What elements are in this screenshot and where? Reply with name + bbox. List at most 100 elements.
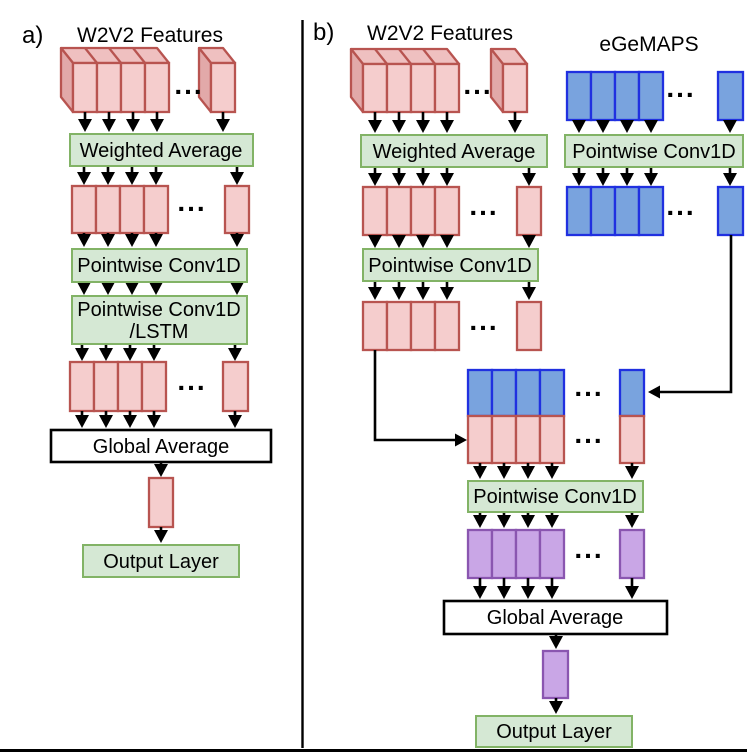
flow-arrow-head: [522, 235, 536, 248]
feature-cell-red: [385, 300, 413, 352]
flow-arrow-head: [75, 348, 89, 361]
flow-arrow-head: [75, 415, 89, 428]
feature-cell-blue: [538, 368, 566, 418]
flow-arrow-head: [392, 120, 406, 133]
flow-arrow-head: [625, 515, 639, 528]
skip-connector-head: [648, 385, 660, 399]
flow-arrow-head: [521, 466, 535, 479]
feature-cube-front: [501, 62, 529, 114]
feature-cell-blue: [613, 185, 641, 237]
flow-arrow-head: [522, 287, 536, 300]
feature-cube-front: [143, 61, 171, 114]
pointwise-conv1d-label-a: Pointwise Conv1D: [77, 255, 240, 277]
flow-arrow-head: [99, 348, 113, 361]
flow-arrow-head: [77, 282, 91, 295]
flow-arrow-head: [625, 586, 639, 599]
global-average-label-a: Global Average: [93, 436, 229, 458]
feature-cube-edge: [374, 48, 388, 65]
ellipsis-dots: ...: [574, 533, 603, 564]
flow-arrow-head: [508, 120, 522, 133]
flow-arrow-head: [154, 464, 168, 477]
feature-cell-red: [147, 476, 175, 529]
feature-cell-red: [361, 185, 389, 237]
feature-cell-blue: [637, 185, 665, 237]
feature-cell-blue: [613, 70, 641, 122]
flow-arrow-head: [596, 173, 610, 186]
pointwise-conv1d-lstm-box-a: [71, 295, 248, 345]
feature-cell-red: [515, 185, 543, 237]
feature-cell-red: [68, 360, 96, 413]
weighted-average-label-a: Weighted Average: [80, 140, 243, 162]
flow-arrow-head: [521, 586, 535, 599]
pointwise-conv1d-lstm-label-line1: Pointwise Conv1D: [77, 299, 240, 321]
feature-cell-red: [223, 184, 251, 235]
feature-cube-edge: [398, 48, 412, 65]
flow-arrow-head: [368, 120, 382, 133]
output-layer-label-a: Output Layer: [103, 551, 219, 573]
feature-cell-red: [466, 414, 494, 465]
feature-cell-purple: [538, 528, 566, 580]
node-weighted-average-a: Weighted Average: [69, 133, 254, 167]
feature-cell-red: [515, 300, 543, 352]
flow-arrow-head: [216, 119, 230, 132]
flow-arrow-head: [497, 466, 511, 479]
feature-cell-red: [142, 184, 170, 235]
feature-cube-front: [385, 62, 413, 114]
flow-arrow-head: [125, 282, 139, 295]
feature-cell-red: [490, 414, 518, 465]
feature-cell-blue: [637, 70, 665, 122]
pointwise-conv1d-egemaps-label: Pointwise Conv1D: [572, 141, 735, 163]
node-output-layer-a: Output Layer: [82, 544, 240, 578]
node-weighted-average-b: Weighted Average: [360, 134, 548, 168]
pointwise-conv1d-w2v2-label-b: Pointwise Conv1D: [368, 255, 531, 277]
flow-arrow-head: [440, 287, 454, 300]
feature-cell-red: [361, 300, 389, 352]
flow-arrow-head: [125, 172, 139, 185]
flow-arrow-head: [228, 415, 242, 428]
flow-arrow-head: [147, 348, 161, 361]
weighted-average-box-b: [360, 134, 548, 168]
flow-arrow-head: [497, 515, 511, 528]
flow-arrow-head: [620, 173, 634, 186]
skip-connector-line: [373, 350, 455, 442]
ellipsis-dots: ...: [174, 69, 203, 100]
output-layer-label-b: Output Layer: [496, 721, 612, 743]
feature-cell-red: [538, 414, 566, 465]
global-average-label-b: Global Average: [487, 607, 623, 629]
flow-arrow-head: [392, 235, 406, 248]
flow-arrow-head: [102, 119, 116, 132]
flow-arrow-head: [572, 173, 586, 186]
flow-arrow-head: [440, 120, 454, 133]
feature-cube-front: [119, 61, 147, 114]
ellipsis-dots: ...: [177, 186, 206, 217]
ellipsis-dots: ...: [469, 305, 498, 336]
ellipsis-dots: ...: [177, 365, 206, 396]
flow-arrow-head: [723, 173, 737, 186]
pointwise-conv1d-w2v2-box-b: [362, 248, 539, 282]
feature-cell-purple: [541, 649, 570, 700]
ellipsis-dots: ...: [574, 371, 603, 402]
flow-arrow-head: [416, 287, 430, 300]
pointwise-conv1d-box-a: [71, 248, 248, 283]
ellipsis-dots: ...: [469, 190, 498, 221]
flow-arrow-head: [644, 173, 658, 186]
node-pointwise-conv1d-a: Pointwise Conv1D: [71, 248, 248, 283]
flow-arrow-head: [522, 173, 536, 186]
node-pointwise-conv1d-egemaps: Pointwise Conv1D: [564, 134, 744, 168]
flow-arrow-head: [154, 530, 168, 543]
flow-arrow-head: [150, 119, 164, 132]
flow-arrow-head: [723, 120, 737, 133]
flow-arrow-head: [440, 235, 454, 248]
feature-cube-edge: [422, 48, 436, 65]
pointwise-conv1d-lstm-label-line2: /LSTM: [130, 321, 189, 343]
flow-arrow-head: [545, 515, 559, 528]
flow-arrow-head: [473, 586, 487, 599]
ellipsis-dots: ...: [666, 72, 695, 103]
flow-arrow-head: [521, 515, 535, 528]
feature-cell-purple: [466, 528, 494, 580]
flow-arrow-head: [101, 172, 115, 185]
flow-arrow-head: [549, 701, 563, 714]
flow-arrow-head: [416, 235, 430, 248]
feature-cube-front: [433, 62, 461, 114]
